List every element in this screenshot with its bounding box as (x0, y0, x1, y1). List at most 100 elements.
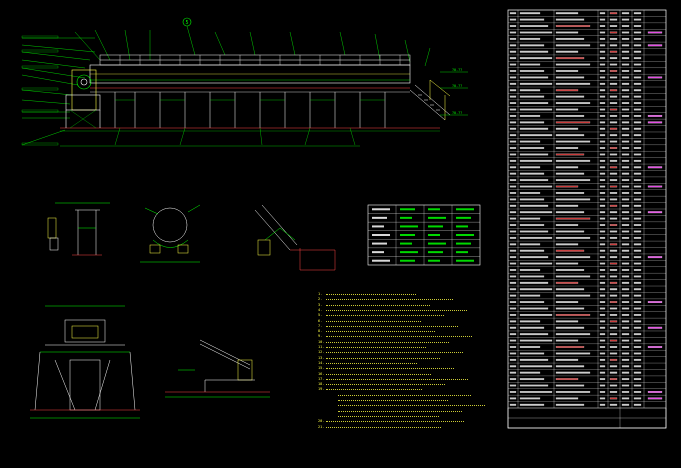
bom-cell-text-placeholder (621, 243, 630, 246)
bom-cell-text-placeholder (609, 121, 618, 124)
bom-cell-text-placeholder (621, 397, 630, 400)
bom-cell-text-placeholder (633, 326, 642, 329)
bom-cell-text-placeholder (633, 333, 642, 336)
bom-cell-text-placeholder (555, 378, 579, 381)
bom-cell-text-placeholder (555, 185, 579, 188)
bom-cell-text-placeholder (509, 269, 517, 271)
bom-cell-text-placeholder (621, 37, 630, 40)
bom-cell-text-placeholder (633, 57, 642, 60)
bom-cell-text-placeholder (609, 134, 618, 137)
param-cell-text-placeholder (372, 234, 390, 236)
bom-cell-text-placeholder (599, 217, 606, 220)
bom-cell-text-placeholder (599, 121, 606, 124)
bom-cell-text-placeholder (633, 224, 642, 226)
bom-cell-text-placeholder (599, 63, 606, 66)
bom-cell-text-placeholder (519, 397, 541, 400)
bom-cell-text-placeholder (609, 281, 618, 284)
bom-cell-text-placeholder (599, 114, 606, 117)
bom-cell-text-placeholder (621, 391, 630, 393)
bom-cell-text-placeholder (509, 63, 517, 66)
bom-cell-text-placeholder (519, 82, 553, 85)
bom-cell-text-placeholder (599, 397, 606, 400)
bom-cell-text-placeholder (519, 281, 549, 284)
param-cell-text-placeholder (428, 242, 446, 245)
bom-cell-text-placeholder (621, 230, 630, 233)
bom-cell-text-placeholder (509, 262, 517, 265)
param-cell-text-placeholder (372, 216, 387, 219)
bom-cell-text-placeholder (555, 230, 585, 233)
bom-cell-text-placeholder (519, 313, 553, 316)
param-cell-text-placeholder (456, 234, 474, 236)
bom-cell-text-placeholder (621, 57, 630, 60)
bom-cell-text-placeholder (599, 153, 606, 156)
note-line: 20. (318, 419, 325, 424)
bom-cell-text-placeholder (599, 313, 606, 316)
bom-cell-text-placeholder (609, 50, 618, 53)
bom-cell-text-placeholder (633, 397, 642, 400)
note-line-text-placeholder (326, 426, 441, 428)
bom-cell-text-placeholder (555, 37, 585, 40)
bom-cell-text-placeholder (509, 371, 517, 374)
param-cell-text-placeholder (400, 234, 415, 236)
bom-cell-text-placeholder (621, 275, 630, 278)
bom-cell-text-placeholder (555, 134, 585, 137)
main-elevation-view: 5 (21, 17, 468, 147)
note-line: 10. (318, 339, 325, 344)
top-guardrail-posts (119, 55, 401, 65)
bom-cell-text-placeholder (599, 76, 606, 79)
bom-cell-text-placeholder (599, 269, 606, 271)
note-line-text-placeholder (326, 389, 422, 391)
bom-cell-text-placeholder (599, 166, 606, 169)
bom-cell-text-placeholder (633, 294, 642, 297)
bom-cell-text-placeholder (519, 224, 545, 226)
bom-cell-text-placeholder (621, 204, 630, 207)
note-line: 8. (318, 329, 323, 334)
note-line-text-placeholder (326, 299, 453, 301)
bom-cell-text-placeholder (609, 397, 618, 400)
bom-cell-text-placeholder (509, 243, 517, 246)
bom-cell-text-placeholder (555, 294, 591, 297)
bom-cell-text-placeholder (621, 134, 630, 137)
bom-cell-text-placeholder (599, 301, 606, 304)
bom-cell-text-placeholder (621, 185, 630, 188)
bom-cell-text-placeholder (633, 211, 642, 214)
bom-cell-text-placeholder (519, 358, 549, 361)
bom-remark-placeholder (647, 301, 663, 304)
bom-cell-text-placeholder (519, 44, 545, 47)
bom-cell-text-placeholder (609, 18, 618, 21)
bom-cell-text-placeholder (621, 192, 630, 194)
param-cell-text-placeholder (428, 234, 440, 236)
bom-cell-text-placeholder (509, 159, 517, 162)
param-cell-text-placeholder (456, 225, 468, 228)
bom-cell-text-placeholder (555, 95, 585, 98)
note-line: 18. (318, 382, 325, 387)
drive-station (65, 69, 101, 129)
bom-cell-text-placeholder (633, 76, 642, 79)
bom-cell-text-placeholder (509, 326, 517, 329)
bom-cell-text-placeholder (633, 108, 642, 111)
bom-cell-text-placeholder (621, 76, 630, 79)
bom-cell-text-placeholder (633, 44, 642, 47)
bom-cell-text-placeholder (599, 172, 606, 175)
bom-cell-text-placeholder (621, 281, 630, 284)
bom-cell-text-placeholder (633, 256, 642, 259)
note-line-text-placeholder (326, 421, 464, 423)
bom-cell-text-placeholder (555, 236, 591, 239)
bom-cell-text-placeholder (633, 275, 642, 278)
bom-cell-text-placeholder (519, 198, 545, 201)
bom-cell-text-placeholder (509, 391, 517, 393)
bom-cell-text-placeholder (599, 31, 606, 34)
bom-cell-text-placeholder (519, 217, 541, 220)
bom-cell-text-placeholder (555, 358, 579, 361)
note-line-text-placeholder (326, 347, 426, 348)
bill-of-materials (507, 9, 667, 429)
bom-cell-text-placeholder (509, 256, 517, 259)
bom-cell-text-placeholder (621, 114, 630, 117)
bom-cell-text-placeholder (555, 121, 591, 124)
bom-cell-text-placeholder (633, 384, 642, 387)
bom-cell-text-placeholder (509, 102, 517, 105)
bom-cell-text-placeholder (555, 57, 585, 60)
bom-cell-text-placeholder (633, 179, 642, 182)
bom-cell-text-placeholder (599, 57, 606, 60)
bom-cell-text-placeholder (633, 378, 642, 381)
